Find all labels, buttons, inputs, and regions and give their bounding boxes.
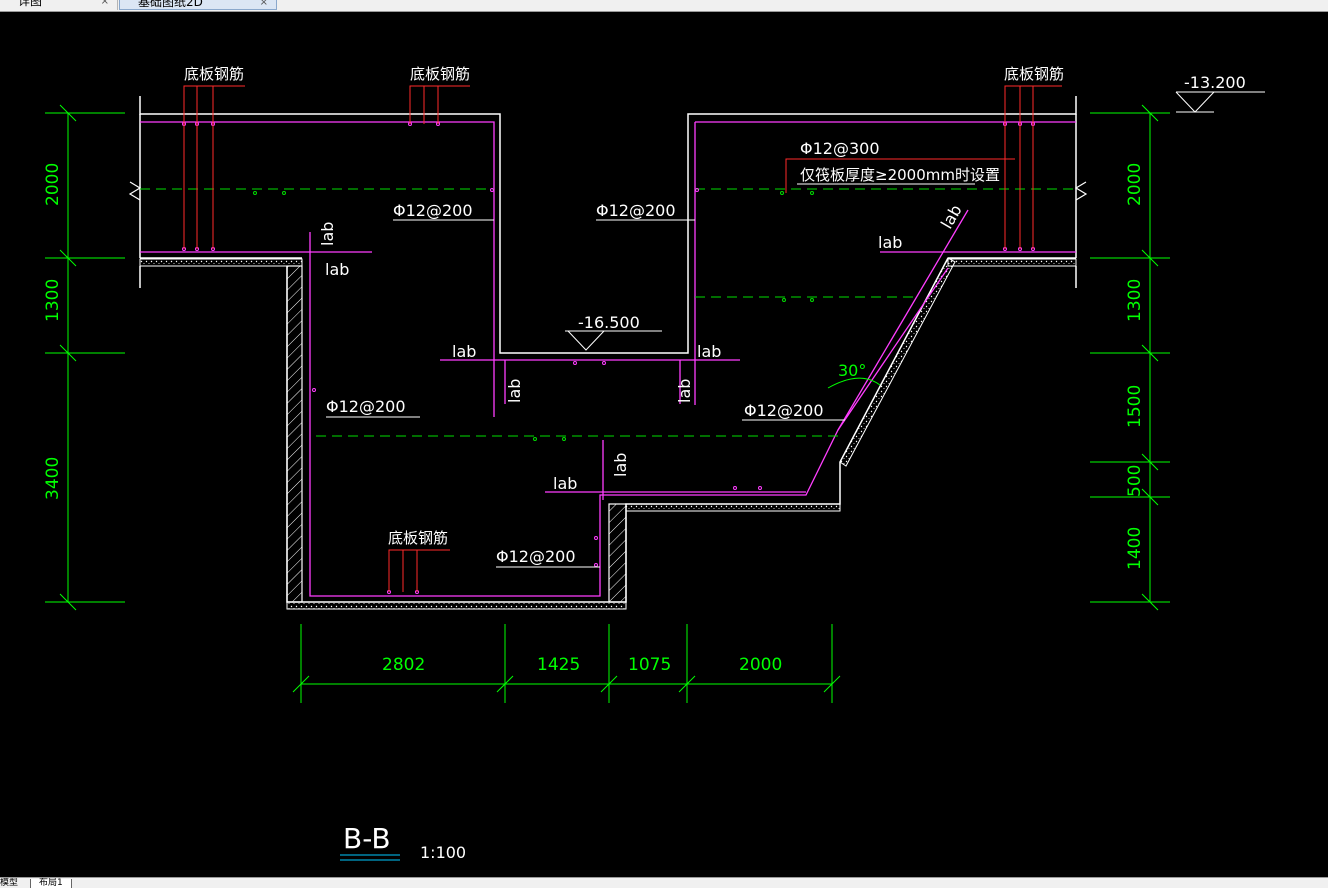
bottom-dim: 2000 <box>739 655 782 675</box>
drawing-canvas[interactable]: 底板钢筋 底板钢筋 底板钢筋 底板钢筋 Φ12@200 Φ12@200 Φ12@… <box>0 12 1328 877</box>
angle-label: 30° <box>838 361 866 380</box>
lab-label: lab <box>318 222 337 246</box>
bottom-dim: 1425 <box>537 655 580 675</box>
bottom-dim: 1075 <box>628 655 671 675</box>
cushion-layer <box>139 257 1077 610</box>
tab-foundation-drawing[interactable]: 基础图纸2D × <box>119 0 277 10</box>
lab-label: lab <box>325 260 349 279</box>
document-tab-bar: 详图 × 基础图纸2D × <box>0 0 1328 12</box>
rebar-note: 仅筏板厚度≥2000mm时设置 <box>800 166 1000 184</box>
lab-label: lab <box>937 201 966 232</box>
right-dim: 1300 <box>1125 279 1145 322</box>
rebar-lines <box>140 121 1076 597</box>
left-dim: 1300 <box>43 279 63 322</box>
rebar-spec-label: Φ12@200 <box>744 401 824 420</box>
label-underlines <box>326 91 1265 568</box>
lab-label: lab <box>553 474 577 493</box>
tab-label: 详图 <box>18 0 43 8</box>
tab-detail[interactable]: 详图 × <box>0 0 118 10</box>
lab-label: lab <box>697 342 721 361</box>
rebar-spec-label: Φ12@300 <box>800 139 880 158</box>
rebar-spec-label: Φ12@200 <box>596 201 676 220</box>
close-icon[interactable]: × <box>259 0 268 8</box>
section-title: B-B <box>343 822 391 855</box>
bottom-rebar-label: 底板钢筋 <box>410 65 470 83</box>
dimension-lines <box>45 104 1170 703</box>
lab-label: lab <box>675 379 694 403</box>
close-icon[interactable]: × <box>100 0 109 7</box>
angle-arc <box>827 377 881 389</box>
section-scale: 1:100 <box>420 843 466 862</box>
tab-model[interactable]: 模型 <box>0 878 19 888</box>
right-dim: 500 <box>1125 465 1145 497</box>
lab-label: lab <box>505 379 524 403</box>
rebar-spec-label: Φ12@200 <box>326 397 406 416</box>
bottom-rebar-label: 底板钢筋 <box>1004 65 1064 83</box>
wall-hatch <box>286 265 627 603</box>
tab-layout1[interactable]: 布局1 <box>30 879 72 888</box>
top-elevation: -13.200 <box>1184 73 1246 92</box>
drawing-labels: 底板钢筋 底板钢筋 底板钢筋 底板钢筋 Φ12@200 Φ12@200 Φ12@… <box>184 65 1246 862</box>
title-underline <box>340 854 400 861</box>
bottom-rebar-label: 底板钢筋 <box>184 65 244 83</box>
tab-label: 基础图纸2D <box>138 0 203 9</box>
bottom-rebar-label: 底板钢筋 <box>388 529 448 547</box>
dimension-text: 30° 2000 1300 3400 2000 1300 1500 500 14… <box>43 163 1145 675</box>
pit-elevation: -16.500 <box>578 313 640 332</box>
lab-label: lab <box>452 342 476 361</box>
layout-tab-bar: 模型 布局1 <box>0 877 1328 888</box>
left-dim: 2000 <box>43 163 63 206</box>
dashed-dots <box>253 191 814 441</box>
rebar-spec-label: Φ12@200 <box>393 201 473 220</box>
rebar-spec-label: Φ12@200 <box>496 547 576 566</box>
lab-label: lab <box>878 233 902 252</box>
dashed-rebar <box>140 188 1076 437</box>
bottom-dim: 2802 <box>382 655 425 675</box>
leader-lines <box>183 85 1062 592</box>
section-drawing: 底板钢筋 底板钢筋 底板钢筋 底板钢筋 Φ12@200 Φ12@200 Φ12@… <box>43 65 1265 862</box>
right-dim: 2000 <box>1125 163 1145 206</box>
right-dim: 1500 <box>1125 385 1145 428</box>
lab-label: lab <box>611 453 630 477</box>
left-dim: 3400 <box>43 457 63 500</box>
right-dim: 1400 <box>1125 527 1145 570</box>
